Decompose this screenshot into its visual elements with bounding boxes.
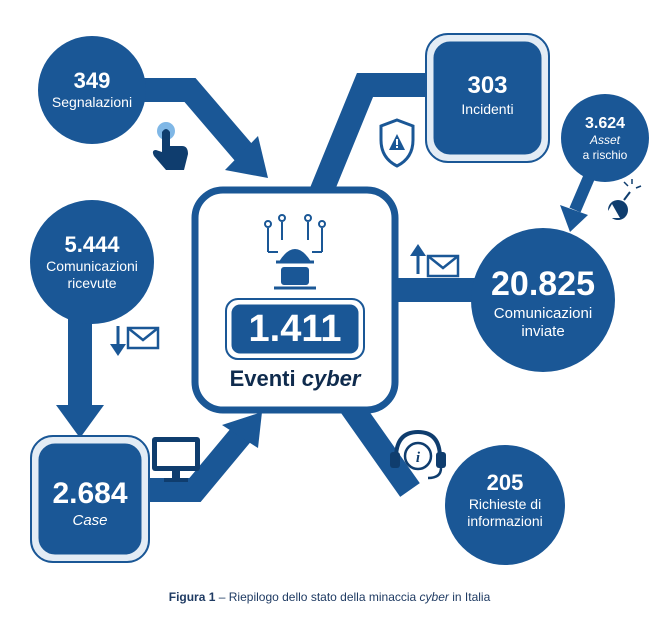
inviate-value: 20.825 (491, 265, 595, 303)
hand-pointer-icon (152, 122, 188, 170)
incidenti-box (426, 34, 549, 162)
caption-text: – Riepilogo dello stato della minaccia (215, 590, 420, 604)
richieste-label-line2: informazioni (467, 513, 543, 530)
caption-suffix: in Italia (448, 590, 491, 604)
arrowhead-case (222, 412, 262, 448)
asset-node: 3.624 Asset a rischio (562, 114, 648, 162)
center-label: Eventi cyber (200, 366, 390, 392)
asset-circle (561, 94, 649, 182)
richieste-value: 205 (486, 470, 524, 495)
case-node: 2.684 Case (38, 476, 142, 530)
headset-info-icon: i (390, 429, 446, 480)
center-label-italic: cyber (301, 366, 361, 391)
arrow-up-mail-icon (410, 244, 460, 278)
incidenti-value: 303 (467, 72, 508, 99)
connector-richieste (340, 398, 420, 497)
arrowhead-segnalazioni (225, 136, 268, 178)
inviate-node: 20.825 Comunicazioni inviate (471, 264, 615, 341)
case-label: Case (72, 512, 108, 529)
segnalazioni-label: Segnalazioni (51, 94, 133, 111)
ricevute-label-line1: Comunicazioni (46, 258, 138, 275)
arrowhead-asset (560, 205, 588, 232)
caption-prefix: Figura 1 (168, 590, 216, 604)
inviate-label-line1: Comunicazioni (493, 304, 593, 322)
case-value: 2.684 (52, 477, 128, 510)
shield-warning-icon (379, 118, 415, 168)
asset-label-italic: Asset (589, 133, 620, 148)
monitor-icon (152, 437, 200, 482)
connector-incidenti (308, 73, 430, 200)
ricevute-node: 5.444 Comunicazioni ricevute (30, 232, 154, 292)
bomb-warning-icon (604, 179, 642, 220)
inviate-label-line2: inviate (521, 322, 565, 340)
hacker-icon (264, 214, 326, 290)
incidenti-node: 303 Incidenti (432, 72, 543, 118)
case-box (31, 436, 149, 562)
richieste-circle (445, 445, 565, 565)
svg-text:i: i (416, 450, 421, 466)
segnalazioni-node: 349 Segnalazioni (38, 68, 146, 111)
ricevute-value: 5.444 (64, 232, 120, 257)
ricevute-circle (30, 200, 154, 324)
arrowhead-ricevute (56, 405, 104, 438)
arrow-heads (56, 136, 588, 448)
incidenti-label: Incidenti (461, 100, 514, 117)
ricevute-label-line2: ricevute (67, 275, 117, 292)
richieste-label-line1: Richieste di (468, 496, 542, 513)
figure-caption: Figura 1 – Riepilogo dello stato della m… (0, 590, 659, 604)
center-value: 1.411 (248, 308, 342, 350)
asset-label: a rischio (582, 147, 628, 162)
center-label-text: Eventi (229, 366, 296, 391)
center-value-pill (228, 301, 362, 357)
caption-italic: cyber (419, 590, 449, 604)
segnalazioni-value: 349 (73, 68, 111, 93)
asset-value: 3.624 (584, 115, 626, 132)
arrow-down-mail-icon (110, 326, 160, 356)
inviate-circle (471, 228, 615, 372)
richieste-node: 205 Richieste di informazioni (445, 470, 565, 530)
segnalazioni-circle (38, 36, 146, 144)
